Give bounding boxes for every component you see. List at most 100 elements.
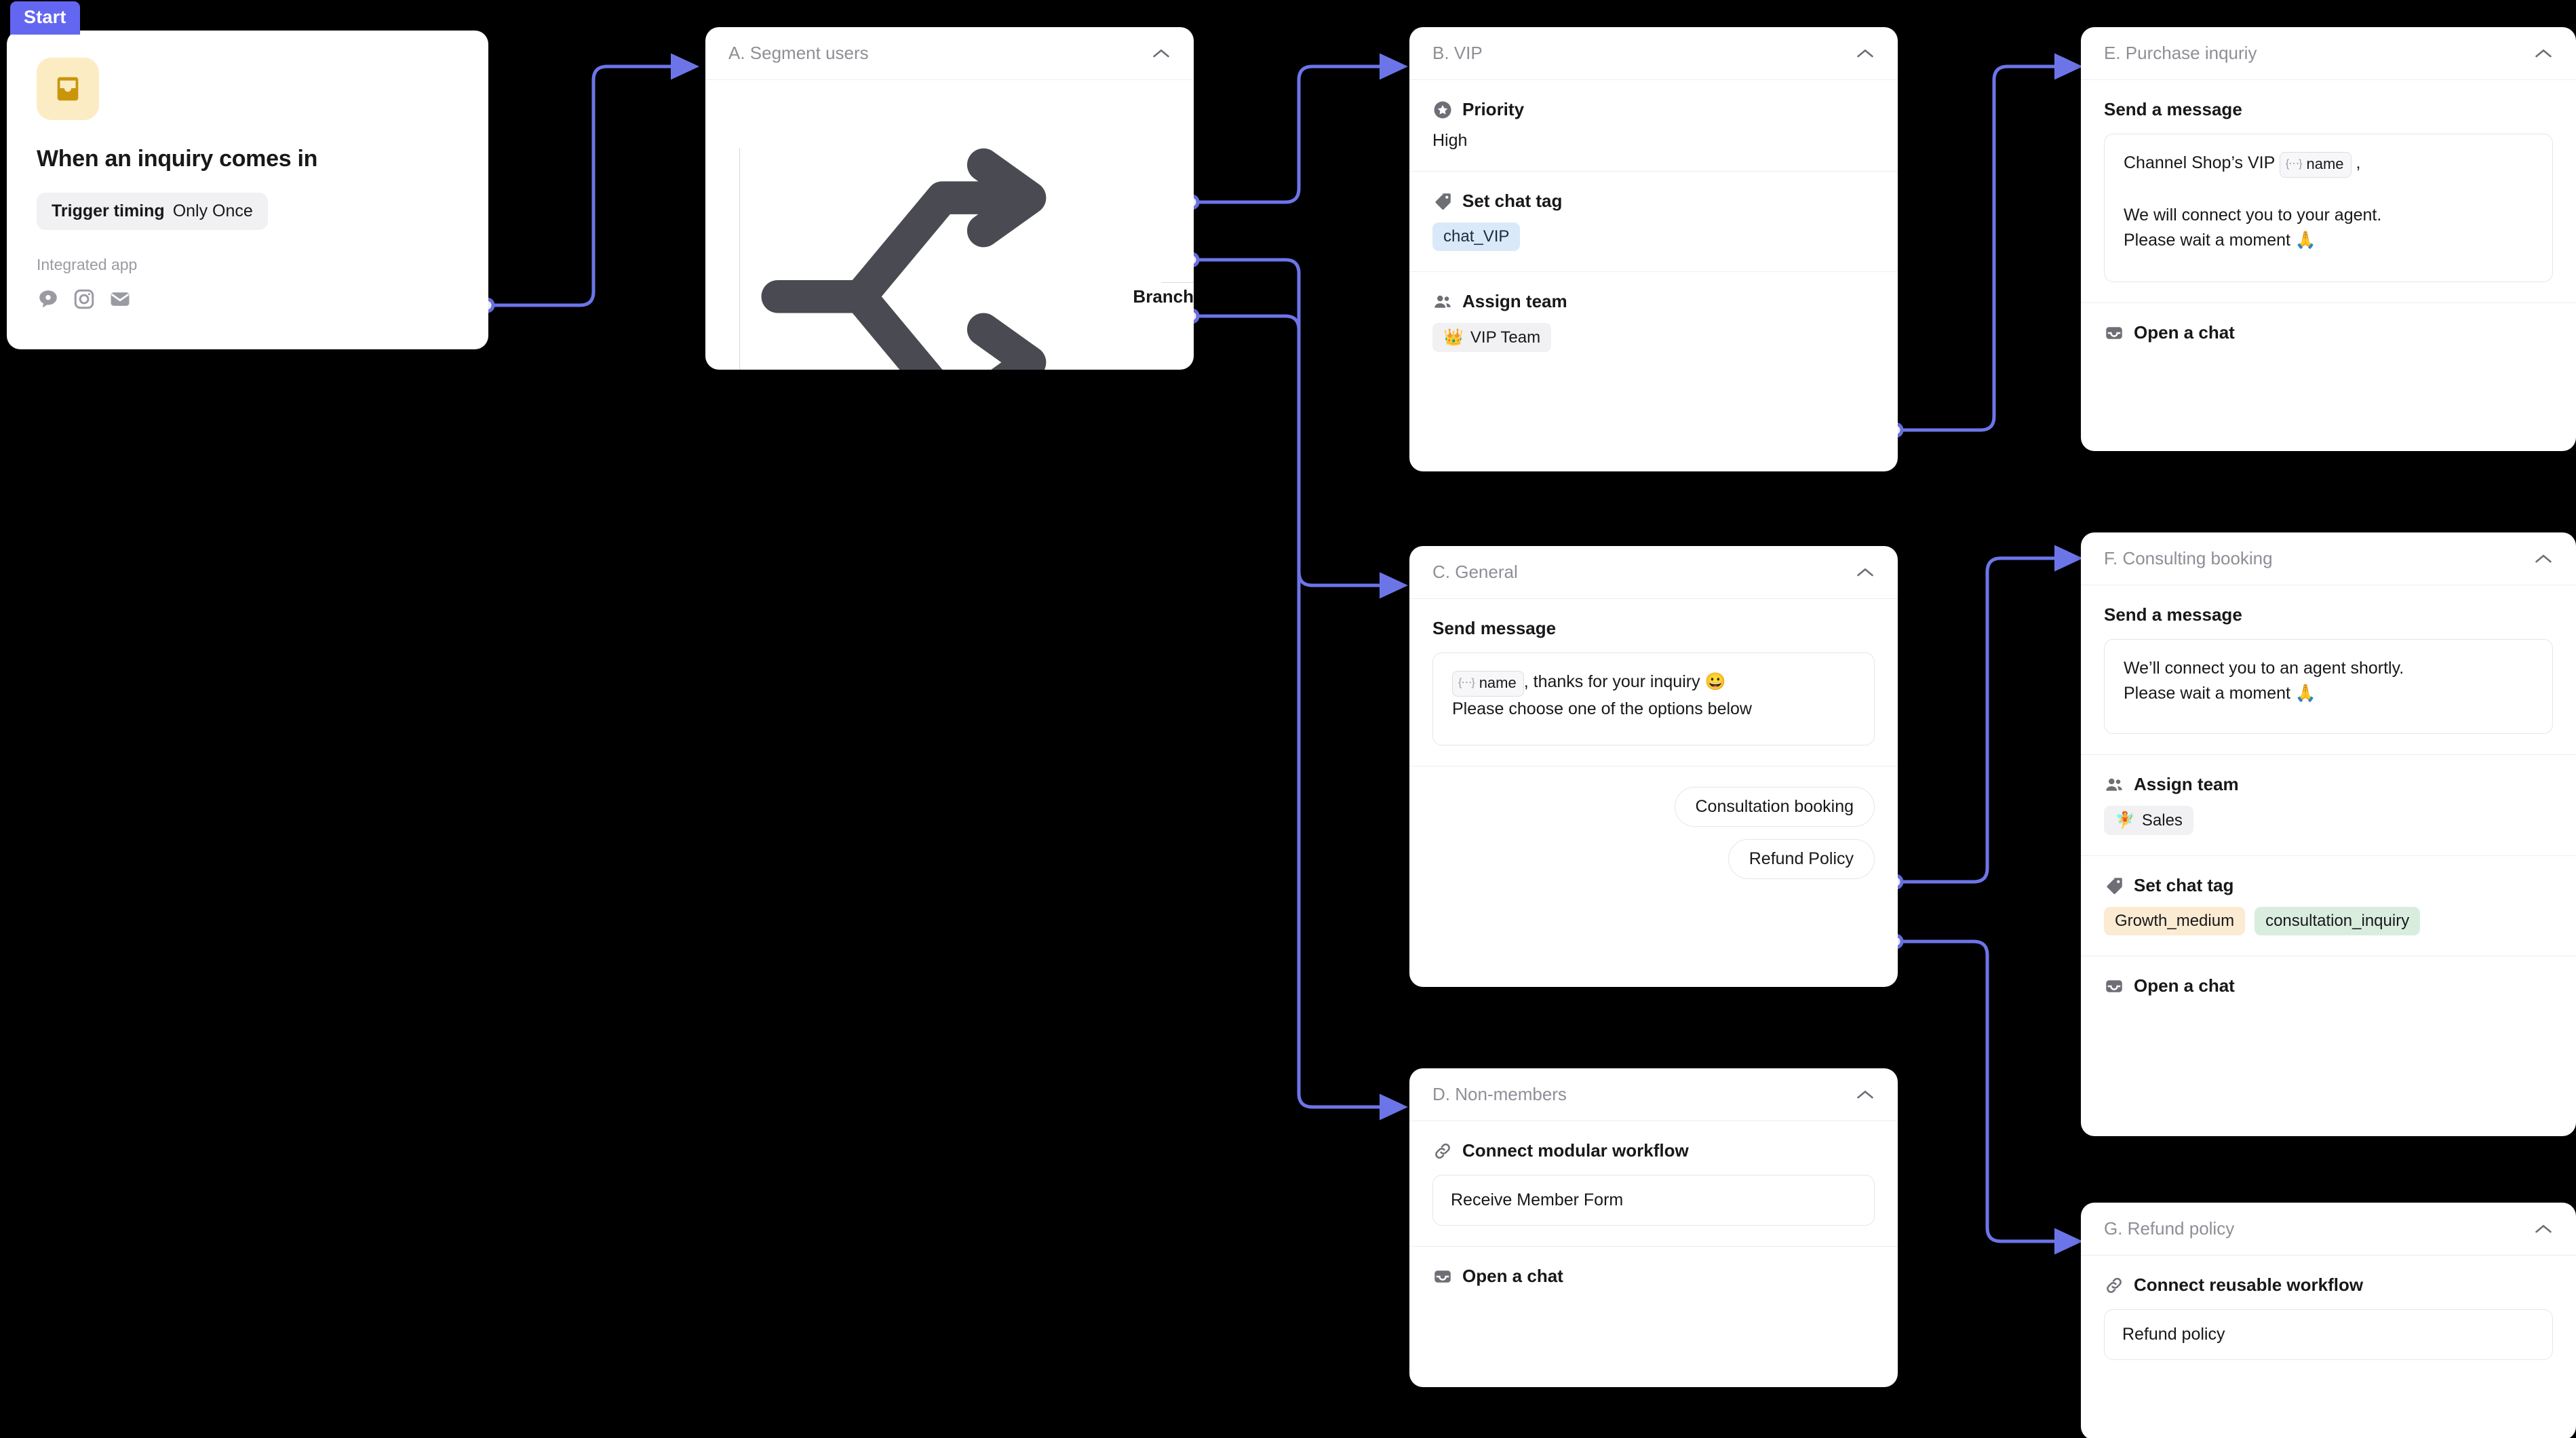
section-priority-title: Priority bbox=[1462, 99, 1525, 119]
inbox-icon bbox=[1435, 1270, 1451, 1283]
message-preview[interactable]: Channel Shop’s VIP {⋯} name , We will co… bbox=[2104, 134, 2553, 283]
message-line1-suffix: , thanks for your inquiry 😀 bbox=[1523, 672, 1726, 691]
card-non-members[interactable]: D. Non-members Connect modular workflow … bbox=[1409, 1068, 1898, 1387]
tag-icon bbox=[2107, 877, 2122, 894]
message-line1: We’ll connect you to an agent shortly. bbox=[2124, 659, 2404, 678]
link-icon bbox=[1435, 1143, 1450, 1159]
card-c-title: C. General bbox=[1432, 562, 1518, 582]
card-b-title: B. VIP bbox=[1432, 43, 1483, 63]
chevron-up-icon[interactable] bbox=[1152, 47, 1171, 60]
people-icon bbox=[1435, 295, 1451, 308]
section-quick-replies: Consultation booking Refund Policy bbox=[1409, 766, 1898, 902]
branch-header: Branch bbox=[728, 99, 1194, 370]
section-assign-team-title: Assign team bbox=[2134, 774, 2239, 794]
tag-pill[interactable]: chat_VIP bbox=[1432, 222, 1521, 251]
card-d-title: D. Non-members bbox=[1432, 1084, 1567, 1104]
quick-reply-list: Consultation booking Refund Policy bbox=[1432, 787, 1875, 880]
card-general[interactable]: C. General Send message {⋯} name , thank… bbox=[1409, 546, 1898, 987]
card-g-title: G. Refund policy bbox=[2104, 1218, 2235, 1239]
message-line2: Please wait a moment 🙏 bbox=[2124, 684, 2317, 703]
variable-chip-label: name bbox=[1479, 674, 1517, 691]
message-line3: Please wait a moment 🙏 bbox=[2124, 231, 2317, 250]
message-preview[interactable]: {⋯} name , thanks for your inquiry 😀 Ple… bbox=[1432, 653, 1875, 746]
chevron-up-icon[interactable] bbox=[1856, 47, 1875, 60]
quick-reply-refund-policy[interactable]: Refund Policy bbox=[1728, 839, 1875, 880]
branch-label: Branch bbox=[1133, 286, 1194, 307]
people-icon bbox=[2106, 778, 2122, 791]
tag-icon bbox=[1435, 193, 1451, 210]
card-g-header[interactable]: G. Refund policy bbox=[2081, 1203, 2576, 1256]
chat-bubble-icon[interactable] bbox=[37, 288, 60, 311]
branch-icon bbox=[761, 148, 1047, 370]
card-e-title: E. Purchase inquriy bbox=[2104, 43, 2257, 63]
tag-pill[interactable]: consultation_inquiry bbox=[2255, 907, 2421, 935]
section-set-chat-tag-title: Set chat tag bbox=[2134, 875, 2234, 895]
card-f-header[interactable]: F. Consulting booking bbox=[2081, 532, 2576, 585]
branch-out-line-vip bbox=[1161, 282, 1194, 283]
branch-section: Branch AZ Member Level VIP AZ Member Lev… bbox=[705, 80, 1194, 370]
message-suffix: , bbox=[2356, 153, 2361, 172]
variable-chip-name[interactable]: {⋯} name bbox=[1452, 670, 1524, 697]
card-a-header[interactable]: A. Segment users bbox=[705, 27, 1194, 80]
trigger-timing-value: Only Once bbox=[172, 201, 253, 220]
chevron-up-icon[interactable] bbox=[1856, 1089, 1875, 1101]
trigger-title: When an inquiry comes in bbox=[37, 146, 318, 172]
integrated-app-label: Integrated app bbox=[37, 256, 138, 273]
variable-chip-name[interactable]: {⋯} name bbox=[2279, 151, 2351, 178]
send-a-message-title: Send a message bbox=[2104, 99, 2242, 119]
card-vip[interactable]: B. VIP Priority High Set chat tag bbox=[1409, 27, 1898, 471]
message-preview[interactable]: We’ll connect you to an agent shortly. P… bbox=[2104, 639, 2553, 734]
linked-workflow-name[interactable]: Receive Member Form bbox=[1432, 1175, 1875, 1226]
section-connect-workflow: Connect modular workflow Receive Member … bbox=[1409, 1121, 1898, 1246]
team-pill-label: VIP Team bbox=[1470, 328, 1541, 347]
team-pill[interactable]: 👑 VIP Team bbox=[1432, 323, 1552, 352]
email-icon[interactable] bbox=[109, 288, 132, 311]
trigger-timing-chip[interactable]: Trigger timing Only Once bbox=[37, 193, 268, 230]
section-set-chat-tag: Set chat tag Growth_medium consultation_… bbox=[2081, 855, 2576, 956]
chat-tag-list: chat_VIP bbox=[1432, 222, 1875, 251]
chevron-up-icon[interactable] bbox=[2534, 1223, 2553, 1235]
send-message-title: Send message bbox=[1432, 618, 1557, 638]
section-priority: Priority High bbox=[1409, 80, 1898, 171]
message-prefix: Channel Shop’s VIP bbox=[2124, 153, 2275, 172]
tag-pill[interactable]: Growth_medium bbox=[2104, 907, 2246, 935]
section-connect-workflow: Connect reusable workflow Refund policy bbox=[2081, 1256, 2576, 1380]
linked-workflow-name[interactable]: Refund policy bbox=[2104, 1309, 2553, 1360]
message-line2: We will connect you to your agent. bbox=[2124, 206, 2382, 225]
section-assign-team: Assign team 👑 VIP Team bbox=[1409, 271, 1898, 372]
connect-workflow-title: Connect reusable workflow bbox=[2134, 1275, 2364, 1295]
card-c-header[interactable]: C. General bbox=[1409, 546, 1898, 599]
section-open-chat: Open a chat bbox=[2081, 956, 2576, 1017]
card-consulting-booking[interactable]: F. Consulting booking Send a message We’… bbox=[2081, 532, 2576, 1136]
section-send-a-message: Send a message We’ll connect you to an a… bbox=[2081, 585, 2576, 754]
branch-rail bbox=[739, 148, 740, 370]
section-set-chat-tag: Set chat tag chat_VIP bbox=[1409, 171, 1898, 271]
team-pill[interactable]: 🧚 Sales bbox=[2104, 806, 2193, 835]
section-assign-team: Assign team 🧚 Sales bbox=[2081, 754, 2576, 855]
chevron-up-icon[interactable] bbox=[2534, 47, 2553, 60]
card-segment-users[interactable]: A. Segment users Branch AZ Member Level … bbox=[705, 27, 1194, 370]
inbox-icon bbox=[2106, 979, 2122, 992]
priority-value: High bbox=[1432, 131, 1468, 150]
assign-team-list: 👑 VIP Team bbox=[1432, 323, 1875, 352]
chevron-up-icon[interactable] bbox=[1856, 566, 1875, 579]
instagram-icon[interactable] bbox=[73, 288, 96, 311]
card-refund-policy[interactable]: G. Refund policy Connect reusable workfl… bbox=[2081, 1203, 2576, 1438]
variable-icon: {⋯} bbox=[1458, 677, 1475, 688]
fairy-emoji: 🧚 bbox=[2115, 811, 2135, 830]
quick-reply-consultation-booking[interactable]: Consultation booking bbox=[1674, 787, 1875, 828]
card-e-header[interactable]: E. Purchase inquriy bbox=[2081, 27, 2576, 80]
trigger-timing-label: Trigger timing bbox=[52, 201, 165, 220]
variable-icon: {⋯} bbox=[2285, 158, 2303, 170]
trigger-card[interactable]: When an inquiry comes in Trigger timing … bbox=[7, 31, 488, 349]
team-pill-label: Sales bbox=[2141, 811, 2183, 830]
card-purchase-inquiry[interactable]: E. Purchase inquriy Send a message Chann… bbox=[2081, 27, 2576, 451]
card-b-header[interactable]: B. VIP bbox=[1409, 27, 1898, 80]
assign-team-list: 🧚 Sales bbox=[2104, 806, 2553, 835]
chevron-up-icon[interactable] bbox=[2534, 553, 2553, 565]
card-d-header[interactable]: D. Non-members bbox=[1409, 1068, 1898, 1121]
send-a-message-title: Send a message bbox=[2104, 604, 2242, 625]
open-chat-title: Open a chat bbox=[1462, 1266, 1563, 1286]
link-icon bbox=[2107, 1277, 2122, 1293]
